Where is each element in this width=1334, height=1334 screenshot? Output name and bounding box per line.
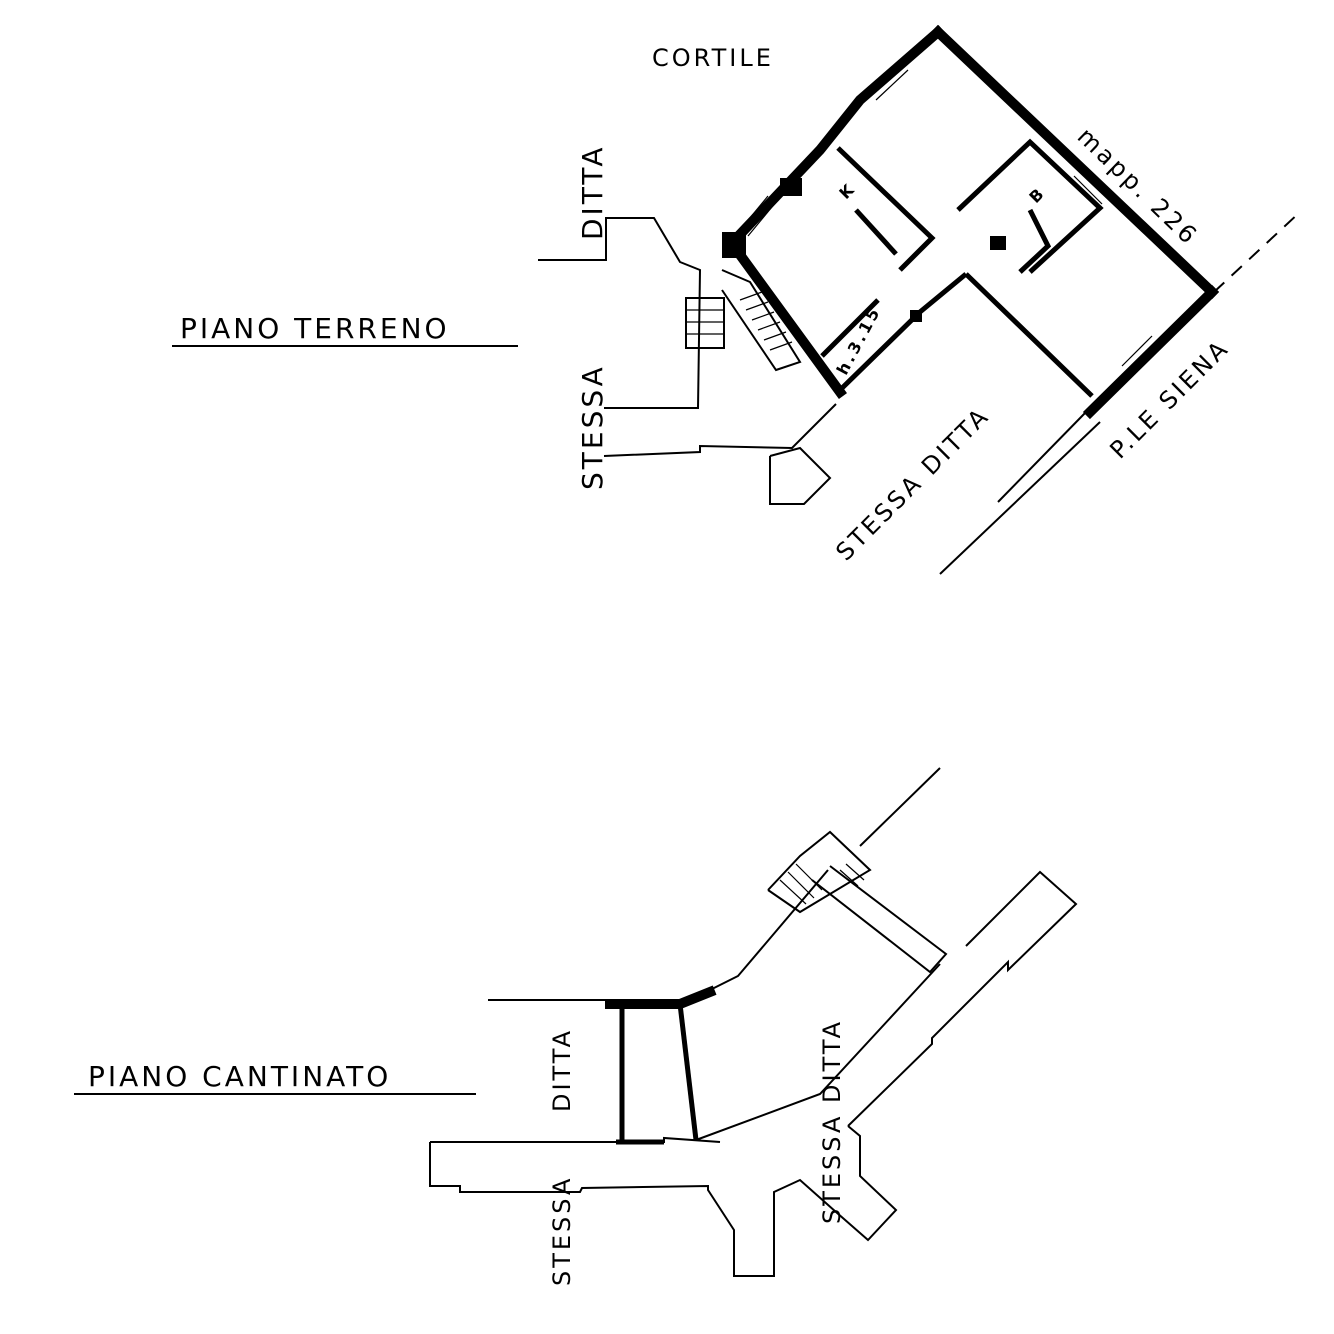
partition-right-room	[964, 272, 1094, 398]
partition-kitchen-top	[836, 146, 936, 272]
stair-hatch	[685, 269, 802, 372]
outer-wall-street	[1082, 284, 1220, 420]
basement-top-wall	[605, 985, 717, 1009]
ground-floor-title: PIANO TERRENO	[180, 312, 450, 345]
basement-outline-lower	[695, 963, 941, 1141]
basement-left-label: DITTA	[548, 1028, 576, 1112]
basement-lower-block	[429, 1142, 837, 1277]
street-line-1	[997, 411, 1087, 503]
street-label: P.LE SIENA	[1104, 334, 1234, 464]
bay-window	[769, 446, 832, 505]
basement-stair	[767, 830, 872, 914]
parcel-label: mapp. 226	[1072, 122, 1204, 251]
bath-fixture	[990, 236, 1006, 250]
basement-right-label: STESSA DITTA	[818, 1019, 846, 1224]
partition-bath-top	[956, 138, 1104, 274]
left-owner-label-2: STESSA	[576, 364, 609, 490]
basement-corridor	[430, 1136, 721, 1143]
basement-diag-line	[859, 767, 941, 847]
basement-plan: PIANO CANTINATO DITTA STESSA STESSA DITT…	[74, 767, 1078, 1286]
kitchen-label: K	[835, 178, 859, 202]
bottom-owner-label: STESSA DITTA	[830, 401, 995, 566]
partition-kitchen-inner	[854, 208, 898, 256]
outer-wall-top	[722, 24, 946, 253]
window-openings	[739, 61, 1161, 373]
courtyard-label: CORTILE	[652, 44, 774, 72]
street-line-2	[939, 421, 1101, 575]
corner-pillar	[722, 232, 746, 258]
street-dashed	[1213, 211, 1301, 293]
outer-wall-right	[930, 24, 1220, 300]
basement-left-label-2: STESSA	[548, 1176, 576, 1286]
basement-right-block	[835, 1125, 898, 1242]
neighbour-outline-low	[603, 403, 837, 457]
pillar	[910, 310, 922, 322]
wall-stair	[731, 245, 847, 399]
neighbour-outline-left	[538, 217, 702, 409]
basement-title: PIANO CANTINATO	[88, 1060, 391, 1093]
wall-block	[780, 178, 802, 196]
bath-label: B	[1025, 183, 1049, 207]
ground-floor-plan: CORTILE PIANO TERRENO DITTA STESSA STESS…	[172, 24, 1301, 575]
basement-outline-diag	[709, 869, 829, 991]
basement-long-block	[847, 870, 1078, 1127]
partition-bath-inner	[1018, 208, 1052, 274]
partition-corridor-left	[820, 298, 880, 358]
basement-right-rect	[811, 865, 948, 974]
basement-wall-right	[677, 1003, 699, 1141]
left-owner-label-1: DITTA	[576, 144, 609, 240]
